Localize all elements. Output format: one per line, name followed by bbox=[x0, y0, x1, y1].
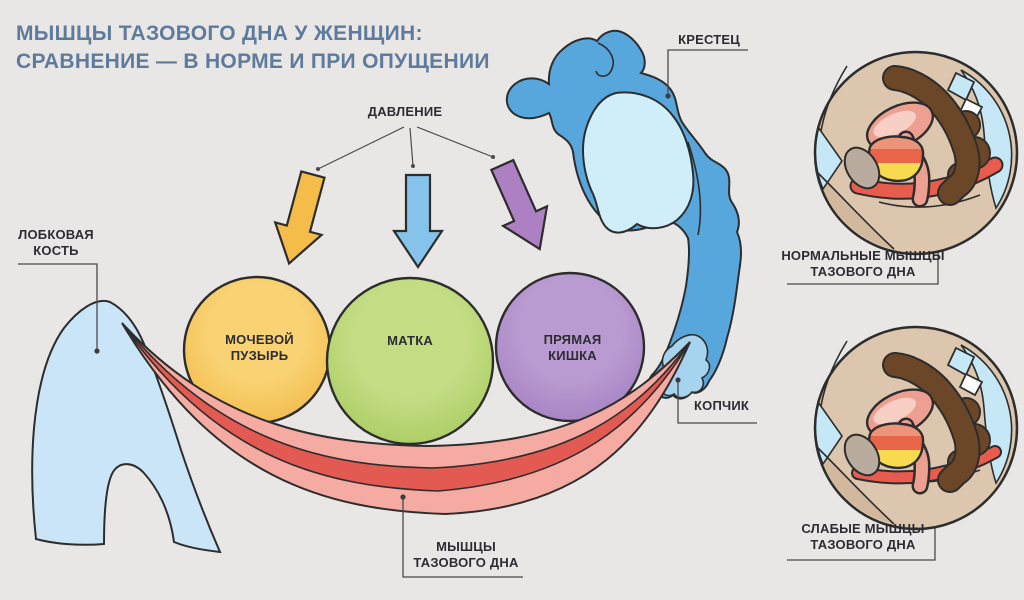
rectum-ball bbox=[494, 271, 646, 423]
page-title-line2: СРАВНЕНИЕ — В НОРМЕ И ПРИ ОПУЩЕНИИ bbox=[16, 50, 490, 73]
inset-weak-label: СЛАБЫЕ МЫШЦЫ ТАЗОВОГО ДНА bbox=[801, 521, 925, 552]
inset-weak-circle bbox=[813, 325, 1019, 531]
inset-normal-circle bbox=[813, 50, 1019, 256]
pressure-label: ДАВЛЕНИЕ bbox=[367, 104, 443, 119]
pressure-arrow-purple bbox=[479, 154, 563, 260]
coccyx-leader bbox=[677, 380, 757, 424]
pressure-arrow-yellow bbox=[264, 167, 338, 271]
uterus-label: МАТКА bbox=[387, 333, 433, 348]
pelvic-floor-label: МЫШЦЫ ТАЗОВОГО ДНА bbox=[413, 539, 519, 570]
uterus-ball bbox=[325, 276, 495, 446]
pubic-bone-label: ЛОБКОВАЯ КОСТЬ bbox=[18, 227, 94, 258]
page-title: МЫШЦЫ ТАЗОВОГО ДНА У ЖЕНЩИН: СРАВНЕНИЕ —… bbox=[16, 20, 536, 76]
coccyx-label: КОПЧИК bbox=[694, 398, 750, 413]
sacrum-inner-cavity bbox=[581, 91, 695, 234]
inset-normal-label: НОРМАЛЬНЫЕ МЫШЦЫ ТАЗОВОГО ДНА bbox=[781, 248, 945, 279]
pubic-bone-shape bbox=[31, 299, 222, 554]
rectum-label: ПРЯМАЯ КИШКА bbox=[543, 332, 602, 363]
pelvic-floor-hammock bbox=[121, 322, 691, 516]
pelvic-floor-leader bbox=[402, 497, 523, 578]
pressure-leader-lines bbox=[316, 126, 495, 171]
sacrum-bone-shape bbox=[505, 29, 742, 400]
page-title-line1: МЫШЦЫ ТАЗОВОГО ДНА У ЖЕНЩИН: bbox=[16, 22, 423, 45]
sacrum-label: КРЕСТЕЦ bbox=[678, 32, 740, 47]
pubic-bone-leader bbox=[18, 263, 98, 351]
pressure-arrow-blue bbox=[392, 173, 444, 269]
bladder-label: МОЧЕВОЙ ПУЗЫРЬ bbox=[225, 332, 294, 363]
sacrum-leader bbox=[667, 49, 748, 96]
